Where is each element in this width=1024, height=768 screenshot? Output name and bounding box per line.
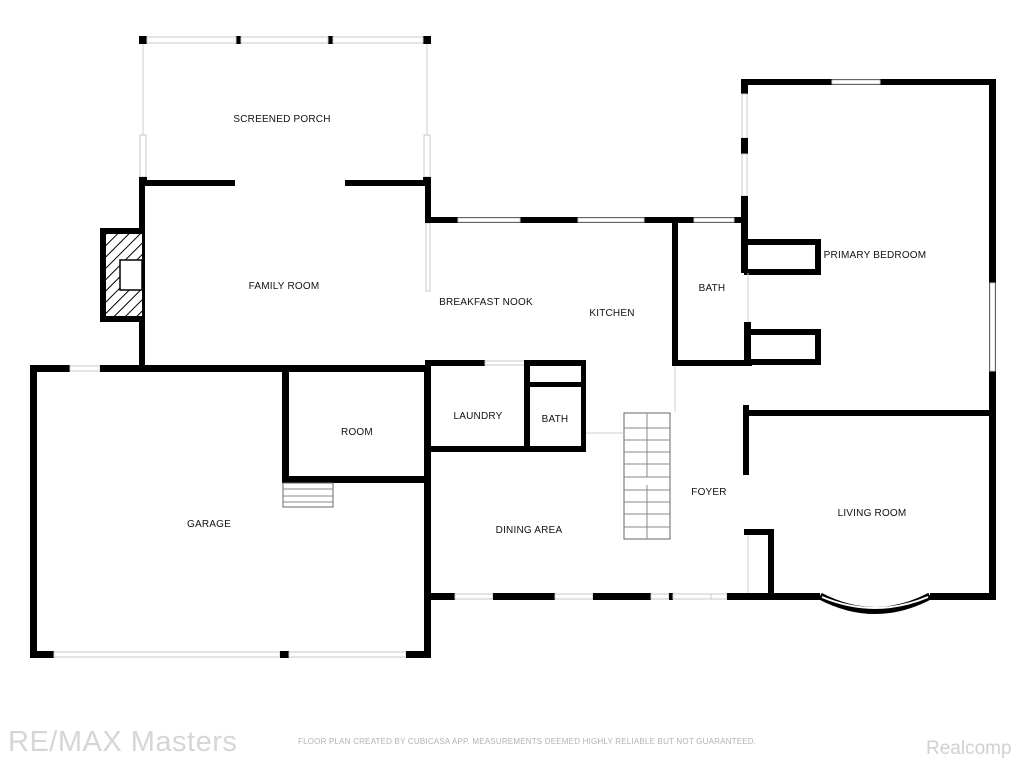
garage-walls: [30, 365, 431, 658]
kitchen-walls: [425, 217, 752, 412]
fireplace: [100, 228, 145, 322]
primary-bedroom-walls: [741, 79, 996, 599]
room-label-room: ROOM: [341, 427, 373, 438]
room-label-dining-area: DINING AREA: [496, 525, 563, 536]
screened-porch-walls: [139, 36, 431, 181]
room-label-foyer: FOYER: [691, 487, 726, 498]
room-label-primary-bedroom: PRIMARY BEDROOM: [824, 250, 927, 261]
laundry-bath-walls: [425, 360, 623, 452]
room-label-living-room: LIVING ROOM: [838, 508, 907, 519]
room-label-bath-lower: BATH: [542, 414, 569, 425]
realcomp-watermark: Realcomp: [926, 738, 1012, 759]
brand-watermark: RE/MAX Masters: [8, 726, 238, 758]
disclaimer-text: FLOOR PLAN CREATED BY CUBICASA APP. MEAS…: [298, 737, 757, 746]
room-label-laundry: LAUNDRY: [453, 411, 502, 422]
room-label-bath-upper: BATH: [699, 283, 726, 294]
room-walls: [282, 365, 431, 508]
room-label-garage: GARAGE: [187, 519, 231, 530]
family-room-walls: [139, 180, 431, 370]
room-label-screened-porch: SCREENED PORCH: [233, 114, 330, 125]
main-staircase: [623, 412, 671, 540]
bottom-walls: [425, 529, 996, 614]
room-label-breakfast-nook: BREAKFAST NOOK: [439, 297, 533, 308]
room-label-kitchen: KITCHEN: [589, 308, 634, 319]
room-label-family-room: FAMILY ROOM: [249, 281, 320, 292]
